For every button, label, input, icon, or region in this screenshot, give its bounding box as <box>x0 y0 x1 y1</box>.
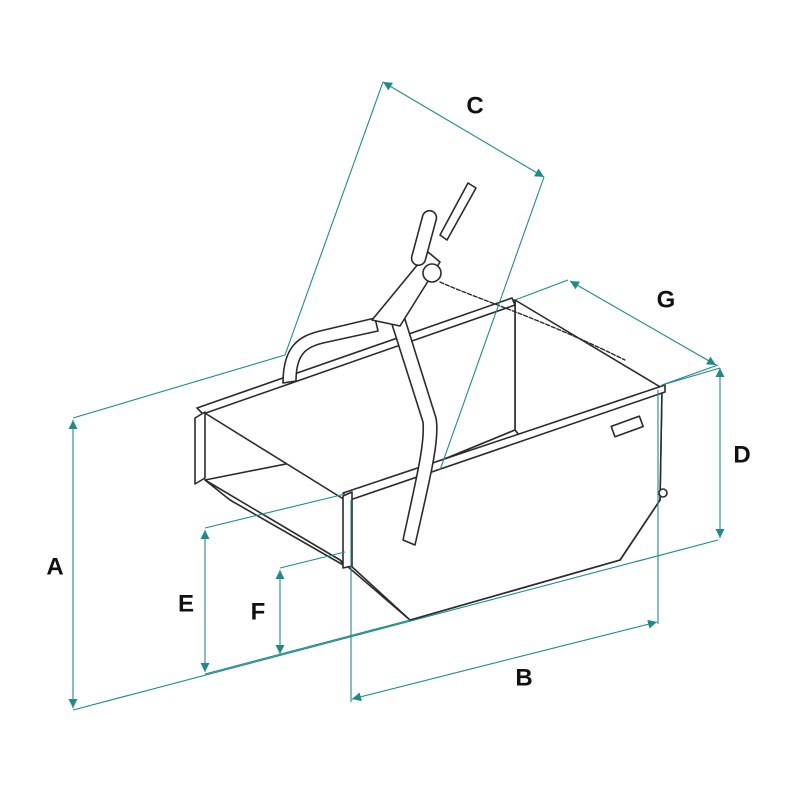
label-E: E <box>178 591 194 618</box>
label-C: C <box>466 93 483 120</box>
dim-E-ext-top <box>204 493 346 529</box>
dim-A-ext-top <box>72 354 286 419</box>
dimension-labels: A B C D E F G <box>46 93 750 692</box>
skip-left-end-panel <box>194 411 206 485</box>
lifting-rod <box>439 182 477 241</box>
right-lug <box>658 488 668 498</box>
label-G: G <box>657 287 676 314</box>
rear-handle-bar <box>282 317 379 384</box>
label-D: D <box>733 442 750 469</box>
dim-E-ext-bottom <box>204 619 411 675</box>
dim-G-ext-right <box>661 364 719 386</box>
lever-bracket <box>371 251 441 327</box>
dim-F-ext-top <box>279 551 346 569</box>
label-F: F <box>251 599 266 626</box>
dimension-lines <box>68 81 725 711</box>
side-handle-slot <box>610 415 644 438</box>
dim-C-ext-upper <box>439 176 545 471</box>
label-A: A <box>46 554 63 581</box>
skip-container <box>194 182 668 621</box>
shackle-ring <box>422 263 442 283</box>
dim-B-line <box>351 619 658 702</box>
dim-C-ext-lower <box>284 81 384 356</box>
label-B: B <box>515 665 532 692</box>
tipping-lever <box>389 312 438 546</box>
dim-D-ext-top <box>661 367 721 386</box>
dim-C-line <box>382 81 545 178</box>
skip-corner-post <box>342 491 353 569</box>
dim-G-ext-left <box>514 279 569 301</box>
dim-G-line <box>569 280 717 366</box>
lifting-eye <box>410 209 438 267</box>
